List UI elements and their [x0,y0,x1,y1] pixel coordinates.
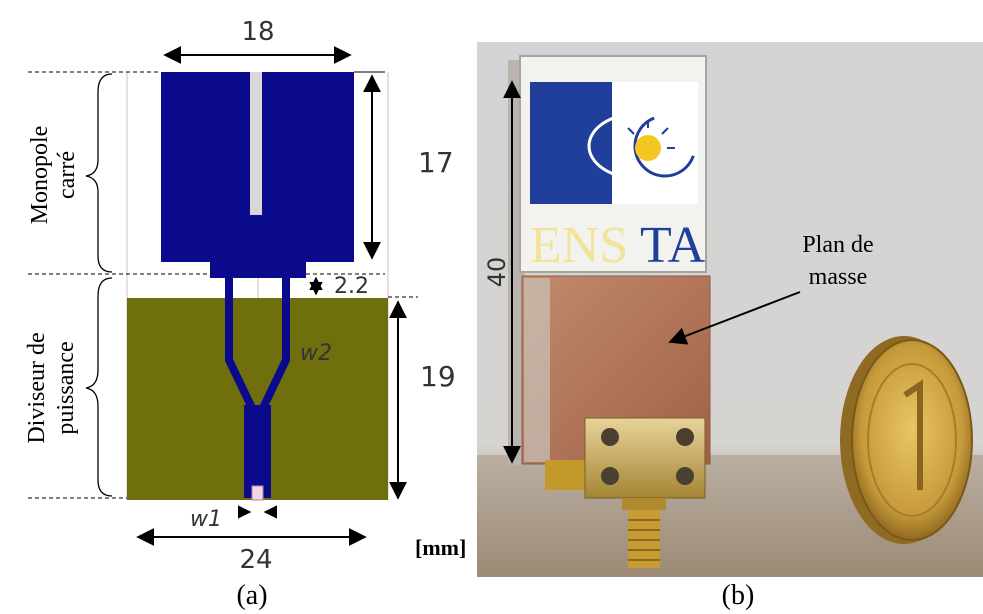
ensta-logo-text-1: ENS [530,217,628,274]
euro-coin [840,336,973,544]
dim-label-40: 40 [483,257,511,288]
label-divider-2: puissance [53,341,79,434]
panel-a-antenna-layout: 18 17 2.2 19 24 w2 w1 Monopole carré Div… [24,17,466,611]
panel-b-photo: ENS TA [477,42,983,611]
dim-label-2-2: 2.2 [334,274,369,299]
unit-label: [mm] [415,535,466,560]
label-divider: Diviseur de [24,332,50,443]
label-w2: w2 [300,341,332,366]
caption-a: (a) [236,580,267,611]
patch-slot [250,72,262,215]
ensta-logo-ellipse [587,112,687,180]
ensta-logo-sun [635,135,661,161]
sma-connector [545,417,706,568]
feed-line [244,405,271,498]
ground-plane-pointer [668,291,801,345]
ensta-logo-text-2: TA [640,217,706,274]
caption-b: (b) [722,580,755,611]
brace-monopole [85,73,113,273]
dim-label-17: 17 [418,146,454,179]
label-monopole: Monopole [27,126,53,225]
brace-divider [85,277,113,497]
ensta-logo-blue [530,82,612,204]
dim-label-19: 19 [420,360,456,393]
label-masse: masse [809,264,868,290]
label-monopole-2: carré [54,151,80,199]
dim-label-18: 18 [241,17,274,47]
label-w1: w1 [190,507,222,532]
dim-label-24: 24 [239,545,272,575]
label-plan-de: Plan de [802,232,873,258]
